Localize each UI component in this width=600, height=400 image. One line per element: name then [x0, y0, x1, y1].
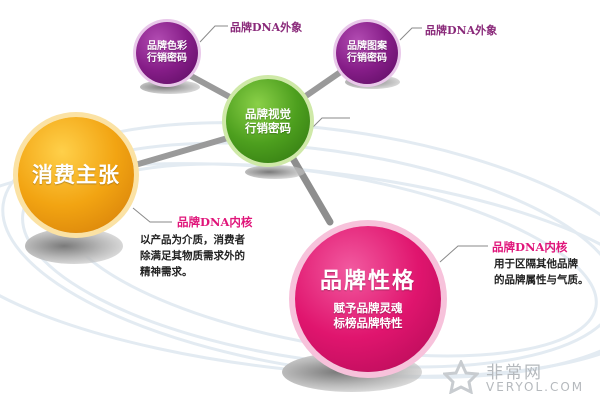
desc-line: 精神需求。	[140, 266, 193, 278]
node-line-1: 品牌图案	[347, 40, 387, 52]
desc-line: 的品牌属性与气质。	[494, 274, 589, 286]
consumer-ball-shadow	[25, 228, 123, 264]
node-line-2: 行销密码	[147, 53, 187, 64]
callout-label-pattern: 品牌DNA外象	[425, 24, 498, 37]
watermark-star-icon	[443, 360, 479, 394]
node-brand-visual-code: 品牌视觉 行销密码	[226, 79, 310, 163]
desc-line: 用于区隔其他品牌	[494, 258, 578, 270]
node-line-2: 标榜品牌特性	[333, 315, 403, 330]
node-line-1: 品牌色彩	[147, 40, 187, 52]
node-consumer-proposition: 消费主张	[18, 117, 134, 233]
node-line-2: 行销密码	[347, 53, 387, 64]
callout-label-consumer: 品牌DNA内核	[177, 215, 253, 229]
node-brand-color-code: 品牌色彩 行销密码	[136, 22, 198, 84]
callout-label-personality: 品牌DNA内核	[492, 240, 568, 254]
node-title: 品牌性格	[319, 268, 416, 294]
node-brand-pattern-code: 品牌图案 行销密码	[336, 22, 398, 84]
watermark-en: VERYOL.COM	[486, 380, 585, 394]
node-line-1: 品牌视觉	[245, 106, 291, 121]
callout-desc-consumer: 以产品为介质，消费者 除满足其物质需求外的 精神需求。	[140, 232, 245, 280]
node-title: 消费主张	[32, 162, 120, 187]
node-brand-personality: 品牌性格 赋予品牌灵魂 标榜品牌特性	[295, 226, 441, 372]
node-line-2: 行销密码	[245, 121, 291, 135]
color-ball-shadow	[140, 80, 200, 94]
callout-desc-personality: 用于区隔其他品牌 的品牌属性与气质。	[494, 256, 589, 288]
desc-line: 以产品为介质，消费者	[140, 234, 245, 246]
watermark-cn: 非常网	[486, 363, 543, 383]
callout-label-color: 品牌DNA外象	[230, 21, 303, 34]
desc-line: 除满足其物质需求外的	[140, 250, 245, 262]
node-line-1: 赋予品牌灵魂	[333, 301, 403, 316]
visual-ball-shadow	[245, 165, 305, 179]
